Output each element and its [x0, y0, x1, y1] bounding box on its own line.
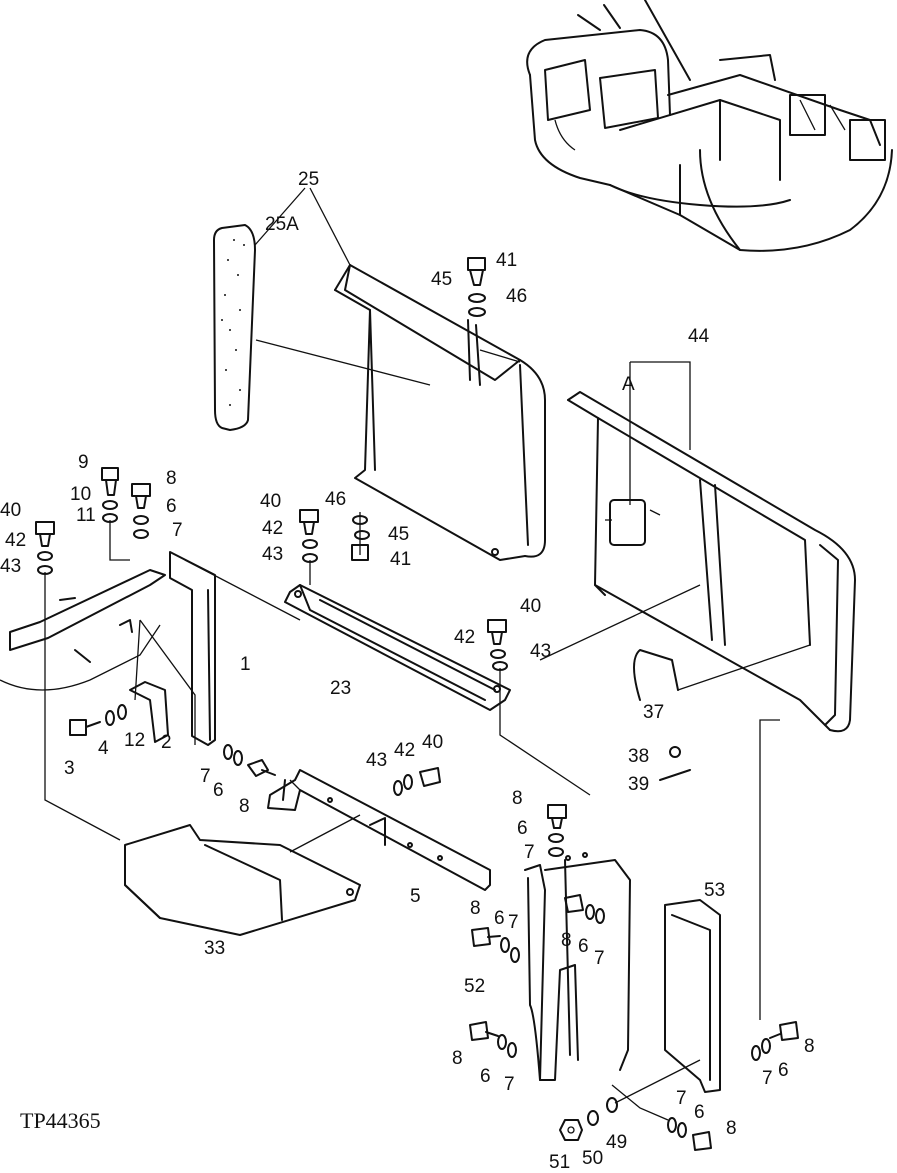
- callout-6: 6: [213, 780, 224, 801]
- callout-7: 7: [676, 1088, 687, 1109]
- callout-8: 8: [239, 796, 250, 817]
- callout-1: 1: [240, 654, 251, 675]
- callout-40: 40: [520, 596, 541, 617]
- callout-33: 33: [204, 938, 225, 959]
- callout-12: 12: [124, 730, 145, 751]
- callout-41: 41: [496, 250, 517, 271]
- callout-a: A: [622, 374, 635, 395]
- callout-6: 6: [694, 1102, 705, 1123]
- callout-43: 43: [530, 641, 551, 662]
- callout-43: 43: [0, 556, 21, 577]
- leader-lines: [44, 187, 811, 1121]
- callout-7: 7: [508, 912, 519, 933]
- callout-8: 8: [804, 1036, 815, 1057]
- callout-49: 49: [606, 1132, 627, 1153]
- callout-7: 7: [200, 766, 211, 787]
- callout-4: 4: [98, 738, 109, 759]
- cover-33: [124, 824, 361, 936]
- callout-40: 40: [422, 732, 443, 753]
- panel-25: [334, 264, 546, 561]
- panel-44: [567, 391, 856, 733]
- callout-5: 5: [410, 886, 421, 907]
- callout-8: 8: [726, 1118, 737, 1139]
- bracket-52: [524, 852, 631, 1081]
- callout-6: 6: [517, 818, 528, 839]
- callout-46: 46: [506, 286, 527, 307]
- callout-11: 11: [76, 505, 96, 526]
- callout-2: 2: [161, 732, 172, 753]
- callout-37: 37: [643, 702, 664, 723]
- callout-53: 53: [704, 880, 725, 901]
- callout-45: 45: [431, 269, 452, 290]
- callout-42: 42: [5, 530, 26, 551]
- callout-50: 50: [582, 1148, 603, 1169]
- callout-8: 8: [470, 898, 481, 919]
- callout-7: 7: [762, 1068, 773, 1089]
- callout-10: 10: [70, 484, 91, 505]
- callout-7: 7: [594, 948, 605, 969]
- plate-53: [664, 899, 721, 1093]
- callout-8: 8: [512, 788, 523, 809]
- callout-43: 43: [366, 750, 387, 771]
- machine-overview: [526, 0, 893, 252]
- callout-7: 7: [504, 1074, 515, 1095]
- callout-6: 6: [166, 496, 177, 517]
- callout-42: 42: [394, 740, 415, 761]
- callout-40: 40: [0, 500, 21, 521]
- callout-42: 42: [262, 518, 283, 539]
- figure-reference: TP44365: [20, 1108, 101, 1133]
- seal-25a: [213, 224, 431, 431]
- callout-25a: 25A: [265, 214, 299, 235]
- callout-40: 40: [260, 491, 281, 512]
- callout-45: 45: [388, 524, 409, 545]
- callout-51: 51: [549, 1152, 570, 1173]
- bracket-23: [284, 584, 511, 711]
- callout-39: 39: [628, 774, 649, 795]
- callout-9: 9: [78, 452, 89, 473]
- callout-6: 6: [778, 1060, 789, 1081]
- callout-3: 3: [64, 758, 75, 779]
- callout-8: 8: [561, 930, 572, 951]
- callout-44: 44: [688, 326, 710, 347]
- callout-6: 6: [578, 936, 589, 957]
- callout-52: 52: [464, 976, 485, 997]
- callout-46: 46: [325, 489, 346, 510]
- hook-37: [633, 649, 691, 781]
- callout-8: 8: [452, 1048, 463, 1069]
- callout-41: 41: [390, 549, 411, 570]
- callout-7: 7: [524, 842, 535, 863]
- bracket-2: [129, 681, 169, 743]
- callout-6: 6: [494, 908, 505, 929]
- frame-1: [0, 551, 216, 746]
- callout-7: 7: [172, 520, 183, 541]
- callout-23: 23: [330, 678, 351, 699]
- callout-43: 43: [262, 544, 283, 565]
- callout-25: 25: [298, 169, 319, 190]
- callout-labels: 25 25A 41 45 46 44 A 9 8 10 6 11 7 40 42…: [0, 169, 815, 1173]
- callout-38: 38: [628, 746, 649, 767]
- hardware: [35, 257, 799, 1151]
- callout-6: 6: [480, 1066, 491, 1087]
- bar-5: [267, 769, 491, 891]
- callout-8: 8: [166, 468, 177, 489]
- callout-42: 42: [454, 627, 475, 648]
